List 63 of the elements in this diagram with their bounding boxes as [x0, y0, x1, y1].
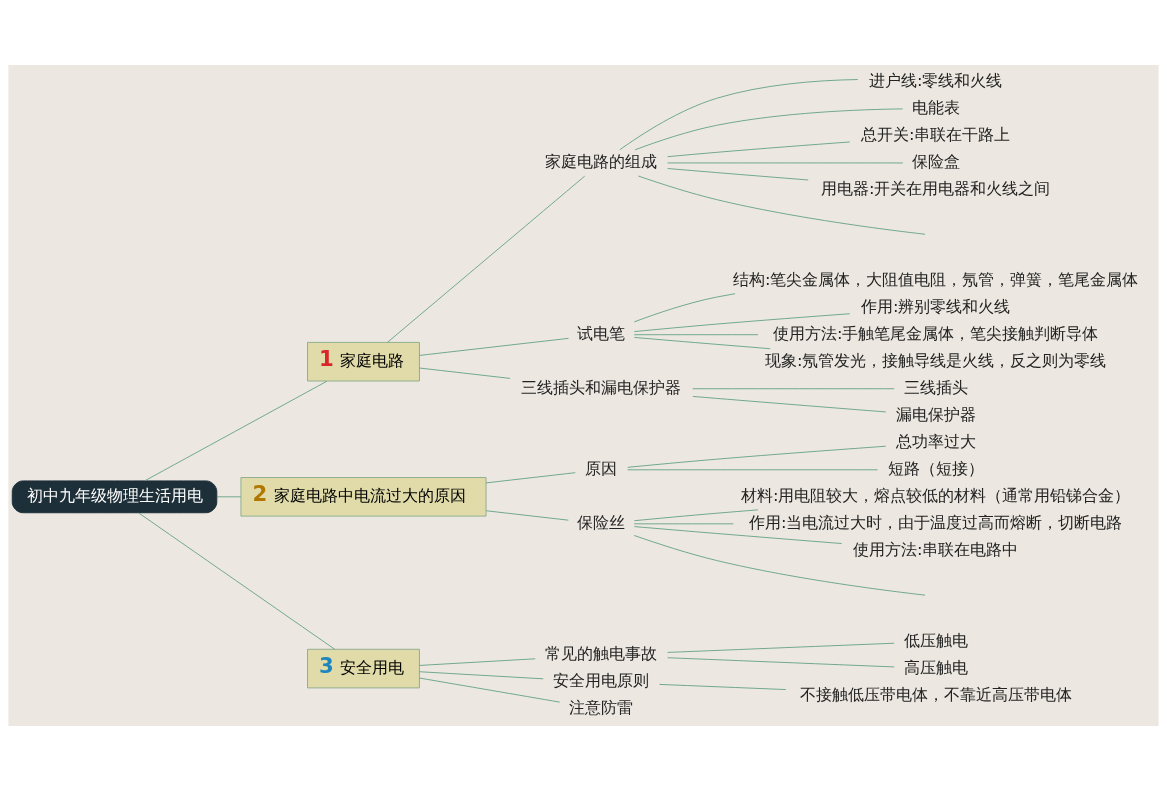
node-text: 总开关:串联在干路上 — [860, 124, 1011, 144]
node-box: 2 家庭电路中电流过大的原因 — [240, 476, 487, 517]
node-text: 高压触电 — [903, 657, 968, 677]
node-text: 进户线:零线和火线 — [868, 70, 1003, 90]
node-box: 3 安全用电 — [307, 648, 420, 688]
connector — [419, 337, 569, 356]
connector — [485, 509, 569, 521]
node-box: 初中九年级物理生活用电 — [11, 479, 218, 513]
node-text: 材料:用电阻较大，熔点较低的材料（通常用铅锑合金） — [740, 485, 1131, 505]
node-text: 作用:辨别零线和火线 — [860, 296, 1011, 316]
node-text: 用电器:开关在用电器和火线之间 — [820, 178, 1051, 198]
node-text: 作用:当电流过大时，由于温度过高而熔断，切断电路 — [748, 512, 1123, 532]
connector — [419, 657, 536, 666]
node-text: 结构:笔尖金属体，大阻值电阻，氖管，弹簧，笔尾金属体 — [732, 269, 1139, 289]
node-text: 注意防雷 — [569, 697, 634, 717]
connector — [633, 312, 851, 332]
connector — [144, 380, 328, 481]
connector — [692, 395, 887, 412]
node-text: 保险盒 — [911, 151, 960, 171]
node-text: 常见的触电事故 — [545, 643, 658, 663]
connector — [667, 162, 904, 163]
node-text: 安全用电原则 — [553, 670, 650, 690]
node-text: 低压触电 — [903, 630, 968, 650]
connector — [633, 522, 734, 524]
node-text: 不接触低压带电体，不靠近高压带电体 — [799, 684, 1072, 704]
connector — [138, 512, 336, 650]
connector — [667, 141, 851, 157]
connector — [216, 495, 242, 497]
node-box: 1 家庭电路 — [307, 341, 420, 381]
node-text: 总功率过大 — [895, 431, 976, 451]
connector — [387, 175, 586, 343]
connector — [667, 167, 809, 180]
connector — [633, 333, 759, 335]
node-text: 漏电保护器 — [895, 404, 976, 424]
connector — [667, 656, 895, 667]
connector — [692, 387, 895, 389]
node-text: 三线插头和漏电保护器 — [521, 377, 682, 397]
node-text: 短路（短接） — [887, 458, 984, 478]
connector — [633, 292, 736, 322]
connector — [637, 175, 926, 235]
connector — [419, 367, 511, 379]
node-text: 家庭电路的组成 — [545, 151, 658, 171]
node-text: 电能表 — [911, 97, 960, 117]
connector — [485, 471, 576, 483]
connector — [633, 508, 759, 521]
connector — [627, 468, 878, 470]
node-text: 原因 — [585, 458, 618, 478]
connector — [419, 677, 561, 703]
connector — [633, 534, 926, 596]
connector — [634, 107, 904, 150]
connector — [627, 445, 887, 468]
node-text: 现象:氖管发光，接触导线是火线，反之则为零线 — [764, 350, 1107, 370]
node-text: 使用方法:手触笔尾金属体，笔尖接触判断导体 — [772, 323, 1099, 343]
node-text: 三线插头 — [903, 377, 968, 397]
connector — [619, 78, 859, 150]
connector — [419, 670, 544, 679]
connector — [667, 642, 895, 653]
node-text: 使用方法:串联在电路中 — [852, 539, 1019, 559]
connector — [659, 683, 787, 690]
node-text: 试电笔 — [577, 323, 626, 343]
connector — [633, 525, 843, 544]
node-text: 保险丝 — [577, 512, 626, 532]
connector — [633, 336, 771, 349]
